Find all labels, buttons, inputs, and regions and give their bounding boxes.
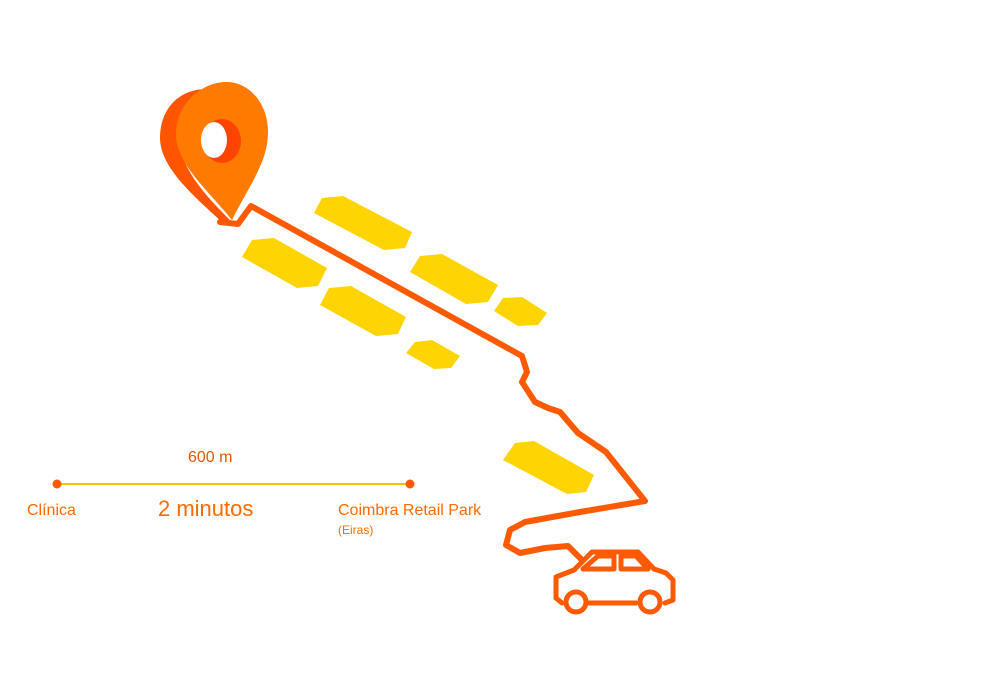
origin-label: Clínica (27, 502, 76, 519)
street-block (314, 196, 412, 250)
street-block (410, 254, 498, 304)
destination-sublabel: (Eiras) (338, 523, 374, 537)
street-block (503, 441, 594, 494)
street-blocks (242, 196, 594, 494)
street-block (242, 238, 327, 288)
duration-label: 2 minutos (158, 496, 254, 521)
street-block (406, 340, 460, 369)
street-block (494, 297, 547, 326)
route-line (217, 203, 648, 563)
destination-label: Coimbra Retail Park (338, 502, 482, 519)
scale-origin-dot (52, 479, 62, 489)
distance-label: 600 m (188, 449, 233, 466)
scale-bar (52, 479, 415, 489)
car-icon (553, 549, 676, 615)
scale-destination-dot (405, 479, 415, 489)
location-pin-icon (160, 82, 268, 222)
street-block (320, 286, 406, 336)
